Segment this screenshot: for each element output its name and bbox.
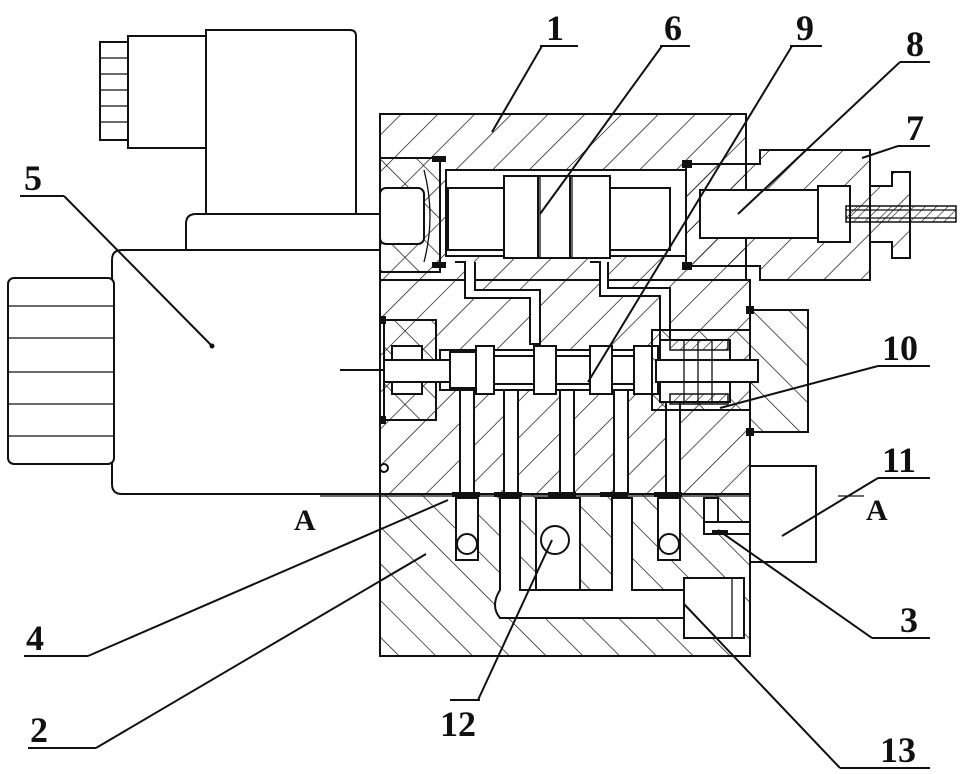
coil-housing-top — [206, 30, 356, 215]
part-label-12: 12 — [440, 704, 476, 744]
part-label-3: 3 — [900, 600, 918, 640]
plug — [684, 578, 744, 638]
part-label-9: 9 — [796, 8, 814, 48]
connector-plug — [100, 42, 130, 140]
subplate — [380, 492, 754, 656]
sensor-cable — [846, 206, 956, 222]
part-label-13: 13 — [880, 730, 916, 770]
position-sensor — [682, 150, 956, 280]
part-label-4: 4 — [26, 618, 44, 658]
connector-body — [128, 36, 210, 148]
solenoid-assembly — [8, 30, 440, 494]
ball-valve — [541, 526, 569, 554]
part-label-7: 7 — [906, 108, 924, 148]
section-mark-right: A — [866, 494, 888, 527]
side-block — [750, 466, 816, 562]
part-label-10: 10 — [882, 328, 918, 368]
section-mark-left: A — [294, 504, 316, 537]
part-label-11: 11 — [882, 440, 916, 480]
part-label-6: 6 — [664, 8, 682, 48]
part-label-8: 8 — [906, 24, 924, 64]
part-label-2: 2 — [30, 710, 48, 750]
part-label-1: 1 — [546, 8, 564, 48]
part-label-5: 5 — [24, 158, 42, 198]
